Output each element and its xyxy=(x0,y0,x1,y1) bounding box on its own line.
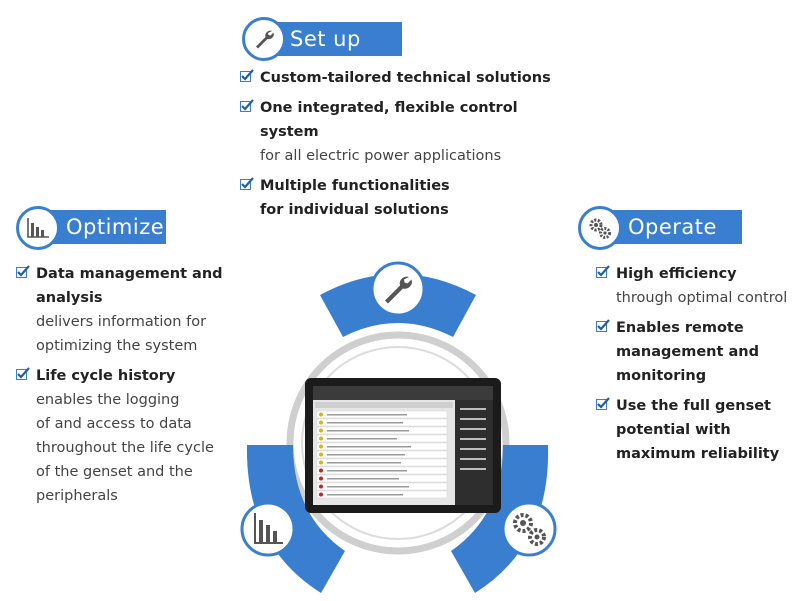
gears-icon xyxy=(589,218,611,239)
cycle-graphic xyxy=(240,261,557,593)
check-icon xyxy=(240,69,254,82)
item-main: Custom-tailored technical solutions xyxy=(260,70,551,86)
item-sub: peripherals xyxy=(36,488,118,504)
list-item: Multiple functionalities for individual … xyxy=(240,174,580,222)
item-main: management and xyxy=(616,344,759,360)
item-main: Data management and analysis xyxy=(36,266,223,306)
item-main: monitoring xyxy=(616,368,707,384)
wrench-icon xyxy=(385,276,412,304)
list-item: Life cycle history enables the logging o… xyxy=(16,364,276,508)
operate-segment xyxy=(451,445,549,593)
tablet-display xyxy=(305,378,501,513)
item-sub: of the genset and the xyxy=(36,464,193,480)
item-sub: through optimal control xyxy=(616,290,788,306)
check-icon xyxy=(596,319,610,332)
item-main: Enables remote xyxy=(616,320,744,336)
setup-badge xyxy=(242,17,286,61)
optimize-badge xyxy=(16,206,60,250)
setup-title: Set up xyxy=(290,27,361,51)
outer-ring xyxy=(286,331,510,555)
check-icon xyxy=(16,367,30,380)
item-main: maximum reliability xyxy=(616,446,780,462)
list-item: Enables remote management and monitoring xyxy=(596,316,796,388)
operate-badge xyxy=(578,206,622,250)
list-item: One integrated, flexible control system … xyxy=(240,96,580,168)
item-main: One integrated, flexible control system xyxy=(260,100,518,140)
check-icon xyxy=(240,99,254,112)
item-main: Use the full genset xyxy=(616,398,771,414)
wrench-icon xyxy=(256,30,274,49)
item-sub: delivers information for xyxy=(36,314,207,330)
check-icon xyxy=(16,265,30,278)
list-item: High efficiency through optimal control xyxy=(596,262,796,310)
item-main: potential with xyxy=(616,422,731,438)
item-sub: for all electric power applications xyxy=(260,148,502,164)
item-main: High efficiency xyxy=(616,266,737,282)
check-icon xyxy=(596,397,610,410)
list-item: Custom-tailored technical solutions xyxy=(240,66,580,90)
optimize-segment xyxy=(246,445,345,593)
optimize-title: Optimize xyxy=(66,215,165,239)
bar-chart-icon xyxy=(254,513,283,544)
item-sub: optimizing the system xyxy=(36,338,198,354)
list-item: Use the full genset potential with maxim… xyxy=(596,394,796,466)
check-icon xyxy=(596,265,610,278)
bar-chart-icon xyxy=(27,218,49,238)
item-main: Life cycle history xyxy=(36,368,176,384)
item-sub: of and access to data xyxy=(36,416,192,432)
item-sub: enables the logging xyxy=(36,392,180,408)
item-main-2: for individual solutions xyxy=(260,202,449,218)
check-icon xyxy=(240,177,254,190)
optimize-list: Data management and analysis delivers in… xyxy=(16,262,276,514)
item-main: Multiple functionalities xyxy=(260,178,450,194)
item-sub: throughout the life cycle xyxy=(36,440,214,456)
operate-title: Operate xyxy=(628,215,717,239)
operate-list: High efficiency through optimal control … xyxy=(596,262,796,472)
setup-list: Custom-tailored technical solutions One … xyxy=(240,66,580,228)
list-item: Data management and analysis delivers in… xyxy=(16,262,276,358)
gears-icon xyxy=(513,513,546,546)
